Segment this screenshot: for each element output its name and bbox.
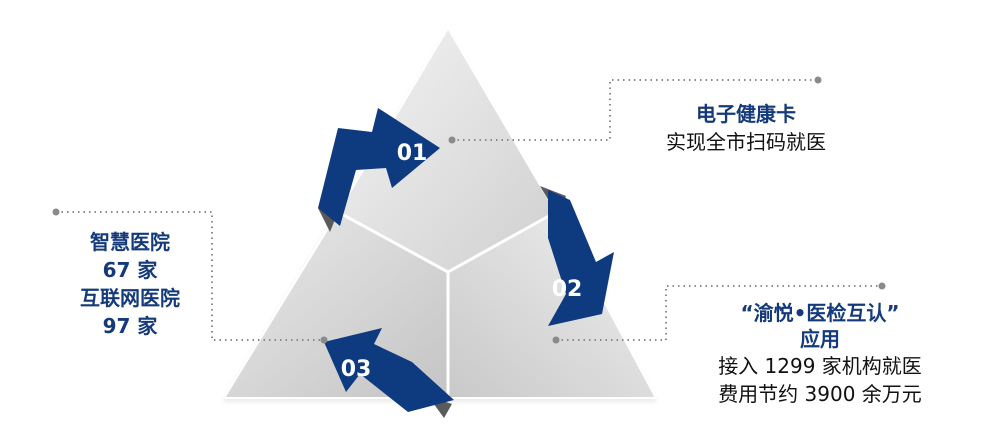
callout-left-line3: 互联网医院 [80, 286, 180, 310]
connector-top-right [452, 79, 818, 141]
callout-bottom-right-desc2: 费用节约 3900 余万元 [718, 382, 922, 406]
callout-left: 智慧医院 67 家 互联网医院 97 家 [60, 228, 200, 340]
arrow-01-icon [318, 108, 440, 226]
dot-bottom-right-end [878, 282, 886, 290]
callout-top-right-desc: 实现全市扫码就医 [666, 130, 826, 154]
connector-lines [56, 79, 882, 341]
facet-divider-right [447, 210, 557, 274]
callout-bottom-right-desc1: 接入 1299 家机构就医 [718, 354, 922, 378]
callout-left-line1: 智慧医院 [90, 230, 170, 254]
connector-bottom-right [556, 285, 882, 341]
connector-dots [52, 76, 886, 344]
facet-divider-left [337, 210, 449, 274]
arrow-03-icon [324, 328, 454, 412]
arrow-02-icon [548, 190, 614, 326]
step-number-02: 02 [552, 277, 583, 302]
connector-left [56, 211, 324, 341]
step-number-03: 03 [341, 357, 372, 382]
step-number-01: 01 [397, 141, 428, 166]
callout-bottom-right-title1: “渝悦•医检互认” [740, 301, 900, 325]
callout-bottom-right: “渝悦•医检互认” 应用 接入 1299 家机构就医 费用节约 3900 余万元 [670, 300, 970, 408]
callout-top-right: 电子健康卡 实现全市扫码就医 [636, 100, 856, 156]
callout-left-line2: 67 家 [102, 258, 158, 282]
callout-bottom-right-title2: 应用 [800, 327, 840, 351]
callout-top-right-title: 电子健康卡 [696, 102, 796, 126]
dot-top-right-start [448, 136, 456, 144]
dot-left-start [320, 336, 328, 344]
callout-left-line4: 97 家 [102, 314, 158, 338]
dot-left-end [52, 208, 60, 216]
dot-top-right-end [814, 76, 822, 84]
dot-bottom-right-start [552, 336, 560, 344]
